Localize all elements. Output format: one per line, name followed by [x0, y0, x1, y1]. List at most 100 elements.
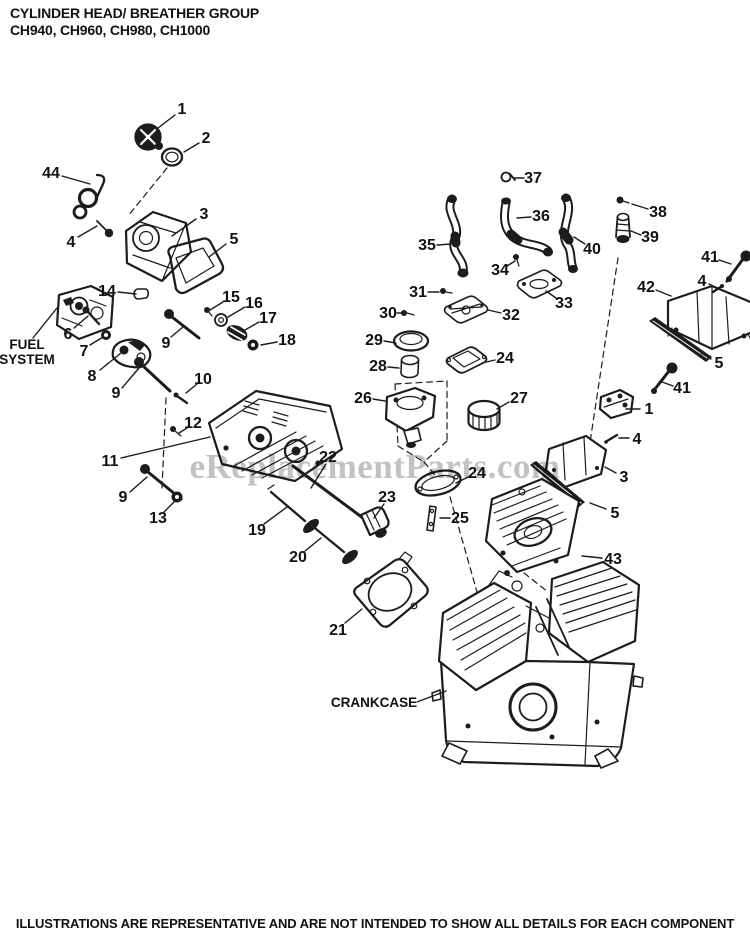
leader-line-21: [344, 608, 363, 624]
callout-27: 27: [510, 390, 528, 407]
part-cylinder-head-43: [484, 477, 581, 574]
part-screw-30: [401, 310, 415, 316]
part-cylinder-base-gasket-21: [353, 551, 429, 628]
page-title: CYLINDER HEAD/ BREATHER GROUP: [10, 5, 260, 21]
part-breather-assembly-1-right: [598, 388, 635, 420]
part-gasket-24-upper: [445, 346, 488, 374]
callout-3: 3: [200, 206, 209, 223]
part-nut-18: [247, 339, 259, 351]
part-clip-4-right-lower: [604, 433, 619, 444]
part-breather-hose-40: [558, 193, 578, 273]
part-bolt-6: [82, 306, 101, 326]
leader-line-24: [455, 476, 469, 484]
callout-25: 25: [451, 510, 469, 527]
part-breather-cap-1: [134, 123, 163, 151]
callout-21: 21: [329, 622, 347, 639]
leader-line-24: [481, 359, 496, 364]
leader-line-5: [208, 243, 227, 258]
leader-line-11: [120, 436, 211, 459]
footer-disclaimer: ILLUSTRATIONS ARE REPRESENTATIVE AND ARE…: [15, 916, 735, 931]
callout-31: 31: [409, 284, 427, 301]
part-gasket-5-right-upper: [649, 317, 712, 362]
part-breather-element-17: [226, 325, 248, 341]
callout-4: 4: [698, 273, 707, 290]
leader-line-27: [496, 401, 510, 410]
leader-line-9: [129, 476, 148, 493]
callout-1: 1: [645, 401, 654, 418]
callout-5: 5: [611, 505, 620, 522]
callout-32: 32: [502, 307, 520, 324]
part-strap-25: [426, 505, 437, 532]
part-bolt-4-left: [96, 220, 114, 238]
part-filter-28: [400, 354, 420, 379]
callout-35: 35: [418, 237, 436, 254]
leader-line-12: [178, 427, 188, 434]
assembly-dashed-lines: [127, 167, 619, 593]
leader-line-32: [487, 309, 502, 314]
callout-17: 17: [259, 310, 277, 327]
callout-36: 36: [532, 208, 550, 225]
leader-line-6: [73, 315, 89, 329]
callout-1: 1: [178, 101, 187, 118]
callout-20: 20: [289, 549, 307, 566]
leader-line-38: [631, 203, 649, 210]
leader-line-5: [589, 502, 607, 510]
leader-line-36: [516, 216, 532, 219]
leader-line-9: [121, 367, 140, 389]
callout-23: 23: [378, 489, 396, 506]
leader-line-40: [573, 236, 586, 245]
part-breather-cover-29: [392, 330, 430, 352]
callout-6: 6: [64, 326, 73, 343]
part-exhaust-valve-20: [314, 527, 358, 565]
part-screw-15: [204, 307, 213, 317]
part-screw-34: [513, 254, 520, 267]
part-cylinder-head-11: [207, 389, 344, 483]
callout-42: 42: [637, 279, 655, 296]
leader-line-3: [604, 466, 617, 474]
callout-15: 15: [222, 289, 240, 306]
leader-line-42: [655, 289, 672, 297]
part-screw-31: [440, 288, 453, 294]
part-intake-valve-19: [267, 484, 319, 534]
part-rocker-arm-8: [111, 338, 152, 369]
part-screw-38: [616, 196, 630, 204]
leader-line-34: [506, 260, 516, 267]
part-breather-assembly-26: [384, 386, 437, 448]
part-gasket-24-lower: [414, 469, 462, 497]
callout-44: 44: [42, 165, 60, 182]
leader-line-2: [183, 142, 200, 153]
callout-30: 30: [379, 305, 397, 322]
callout-11: 11: [102, 453, 119, 470]
leader-line-20: [304, 537, 322, 552]
leader-line-8: [99, 352, 122, 371]
leader-line-39: [630, 230, 642, 236]
crankcase-leader: [416, 690, 447, 703]
callout-5: 5: [230, 231, 239, 248]
leader-line-19: [263, 506, 288, 525]
leader-line-18: [260, 341, 278, 346]
leader-line-33: [545, 290, 557, 299]
callout-19: 19: [248, 522, 266, 539]
callout-28: 28: [369, 358, 387, 375]
part-fitting-39: [615, 212, 631, 243]
crankcase-label: CRANKCASE: [331, 695, 417, 710]
callout-14: 14: [98, 283, 116, 300]
callout-3: 3: [620, 469, 629, 486]
part-washer-16: [214, 313, 228, 327]
callout-37: 37: [524, 170, 542, 187]
model-list: CH940, CH960, CH980, CH1000: [10, 21, 211, 38]
callout-22: 22: [319, 449, 337, 466]
part-bracket-44: [72, 173, 106, 220]
callout-40: 40: [583, 241, 601, 258]
callout-4: 4: [633, 431, 642, 448]
part-nut-13: [171, 491, 183, 503]
leader-line-41: [718, 259, 732, 265]
part-stud-10: [173, 392, 189, 405]
leader-line-17: [244, 321, 260, 331]
leader-line-28: [387, 366, 400, 369]
part-crankcase: [431, 560, 644, 769]
callout-41: 41: [701, 249, 719, 266]
callout-24: 24: [468, 465, 486, 482]
